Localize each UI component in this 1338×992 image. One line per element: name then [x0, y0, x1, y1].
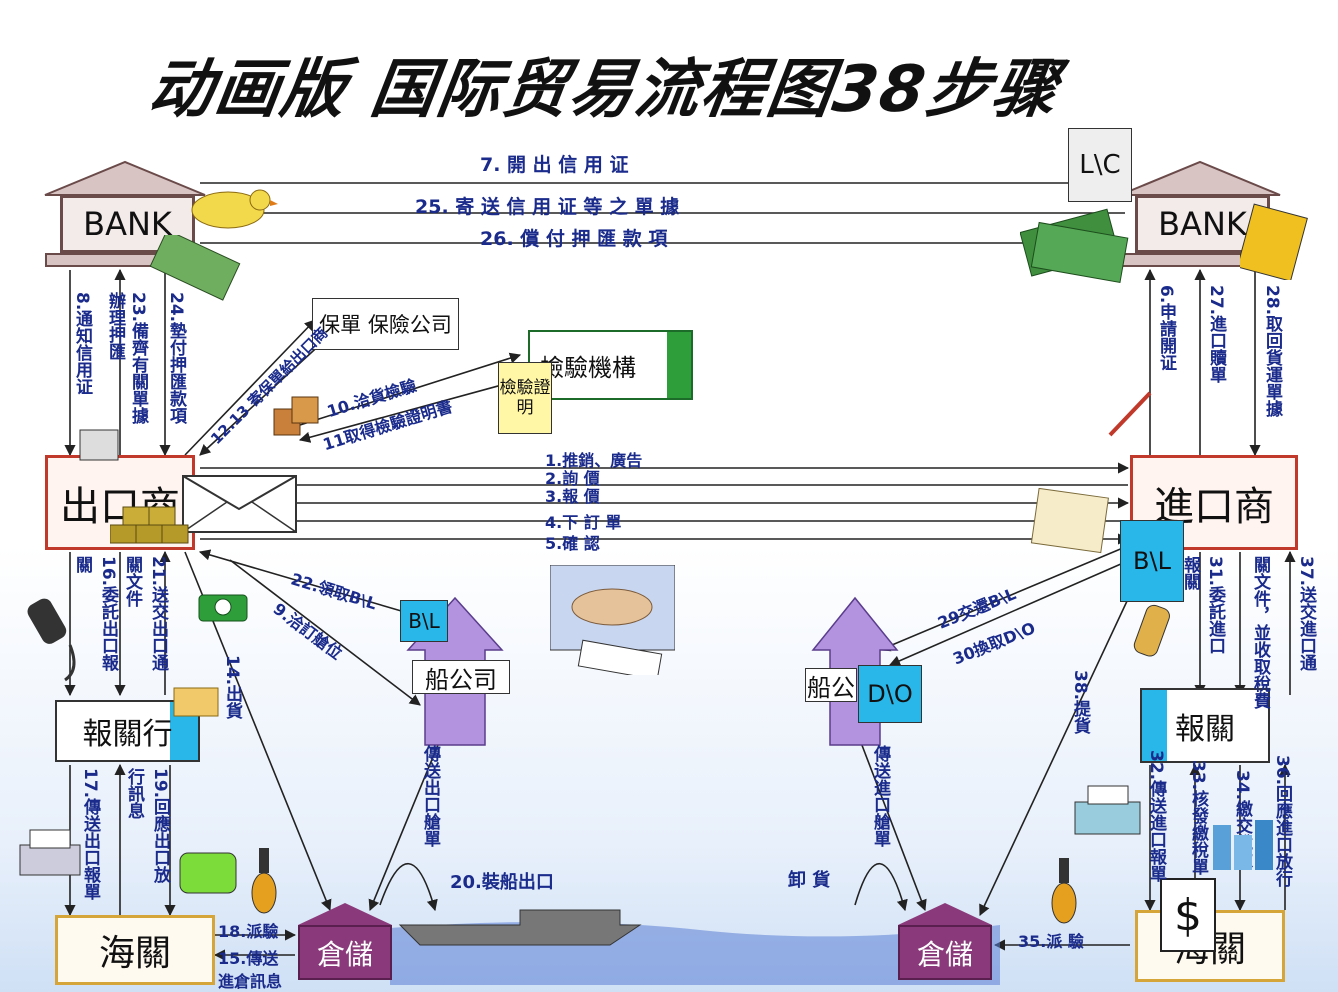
- step-32: 32.傳送進口報單: [1146, 750, 1166, 883]
- bill-of-lading-right: B\L: [1120, 520, 1184, 602]
- step-3: 3.報 價: [545, 487, 600, 506]
- buildings-icon: [1213, 820, 1273, 870]
- inspection-certificate: 檢驗證明: [498, 362, 552, 434]
- delivery-order: D\O: [858, 665, 922, 723]
- ship-company-left-label: 船公司: [412, 660, 510, 694]
- step-2: 2.詢 價: [545, 469, 600, 488]
- step-37: 37.送交進口通: [1296, 556, 1316, 672]
- step-export-manifest: 傳送出口艙單: [420, 745, 440, 847]
- bank-left: BANK: [60, 195, 195, 253]
- money-stack-icon: [1020, 208, 1129, 284]
- warehouse-left: 倉儲: [298, 925, 392, 980]
- step-23: 23.備齊有關單據: [128, 292, 148, 425]
- step-38: 38.提貨: [1070, 670, 1090, 735]
- step-7: 7. 開 出 信 用 证: [480, 154, 629, 176]
- customs-broker-left: 報關行: [55, 700, 200, 762]
- pen-icon: [1108, 391, 1152, 437]
- cargo-ship: [398, 909, 642, 946]
- step-31b: 報關: [1180, 556, 1200, 590]
- fax-right-icon: [1074, 785, 1141, 835]
- lc-document: L\C: [1068, 128, 1132, 202]
- customs-left: 海關: [55, 915, 215, 985]
- step-27: 27.進口贖單: [1206, 285, 1226, 384]
- bank-right-roof: [1119, 160, 1281, 196]
- step-16: 16.委託出口報: [98, 556, 118, 672]
- step-1: 1.推銷、廣告: [545, 451, 643, 470]
- step-23b: 辦理押匯: [105, 292, 125, 360]
- inspector-icon-right: [1051, 858, 1077, 924]
- step-import-manifest: 傳送進口艙單: [870, 745, 890, 847]
- scroll-document-icon: [1030, 488, 1109, 554]
- step-14: 14.出貨: [222, 655, 242, 720]
- envelope-icon: [182, 475, 297, 533]
- step-15b: 進倉訊息: [218, 972, 283, 991]
- phone-left-icon: [27, 598, 76, 682]
- money-left-icon: [150, 235, 241, 301]
- inspection-agency-box: 檢驗機構: [528, 330, 693, 400]
- bird-icon: [191, 189, 278, 229]
- phone-right-icon: [1133, 604, 1170, 657]
- warehouse-right: 倉儲: [898, 925, 992, 980]
- step-37b: 關文件，並收取稅費: [1250, 556, 1270, 709]
- handshake-icon: [550, 565, 675, 675]
- ship-company-right-label: 船公: [805, 668, 857, 702]
- step-36: 36.回應進口放行: [1272, 755, 1292, 888]
- step-21b: 關文件: [122, 556, 142, 607]
- step-15: 15.傳送: [218, 949, 279, 968]
- step-20: 20.裝船出口: [450, 872, 554, 893]
- step-19: 19.回應出口放: [150, 768, 170, 884]
- telephone-icon: [198, 594, 248, 622]
- green-phone-icon: [179, 852, 237, 894]
- dollar-sign-icon: $: [1160, 878, 1216, 952]
- fax-machine-icon: [19, 829, 81, 876]
- step-33: 33.核發繳稅單: [1188, 760, 1208, 876]
- step-6: 6.申請開证: [1156, 285, 1176, 372]
- step-25: 25. 寄 送 信 用 证 等 之 單 據: [415, 196, 680, 218]
- computer-icon: [79, 429, 119, 461]
- step-19b: 行訊息: [124, 768, 144, 819]
- bill-of-lading-left: B\L: [400, 600, 448, 642]
- step-26: 26. 償 付 押 匯 款 項: [480, 228, 668, 250]
- warehouse-right-roof: [898, 903, 992, 925]
- step-unload: 卸 貨: [788, 870, 831, 891]
- step-17: 17.傳送出口報單: [80, 768, 100, 901]
- customs-broker-right: 報關: [1140, 688, 1270, 763]
- folder-icon: [173, 687, 219, 717]
- gold-bars-icon: [110, 506, 189, 544]
- step-31: 31.委託進口: [1205, 556, 1225, 655]
- step-24: 24.墊付押匯款項: [166, 292, 186, 425]
- step-18: 18.派驗: [218, 922, 279, 941]
- step-35: 35.派 驗: [1018, 932, 1084, 951]
- wallet-icon: [1240, 203, 1308, 280]
- insurance-company-box: 保單 保險公司: [312, 298, 459, 350]
- bank-left-label: BANK: [83, 205, 172, 243]
- step-21: 21.送交出口通: [148, 556, 168, 672]
- step-8: 8.通知信用证: [72, 292, 92, 396]
- bank-right-label: BANK: [1158, 205, 1247, 243]
- step-4: 4.下 訂 單: [545, 513, 622, 532]
- step-5: 5.確 認: [545, 534, 600, 553]
- inspector-icon-left: [251, 848, 277, 914]
- boxes-icon: [273, 396, 319, 436]
- step-16b: 關: [72, 556, 92, 573]
- step-28: 28.取回貨運單據: [1262, 285, 1282, 418]
- warehouse-left-roof: [298, 903, 392, 925]
